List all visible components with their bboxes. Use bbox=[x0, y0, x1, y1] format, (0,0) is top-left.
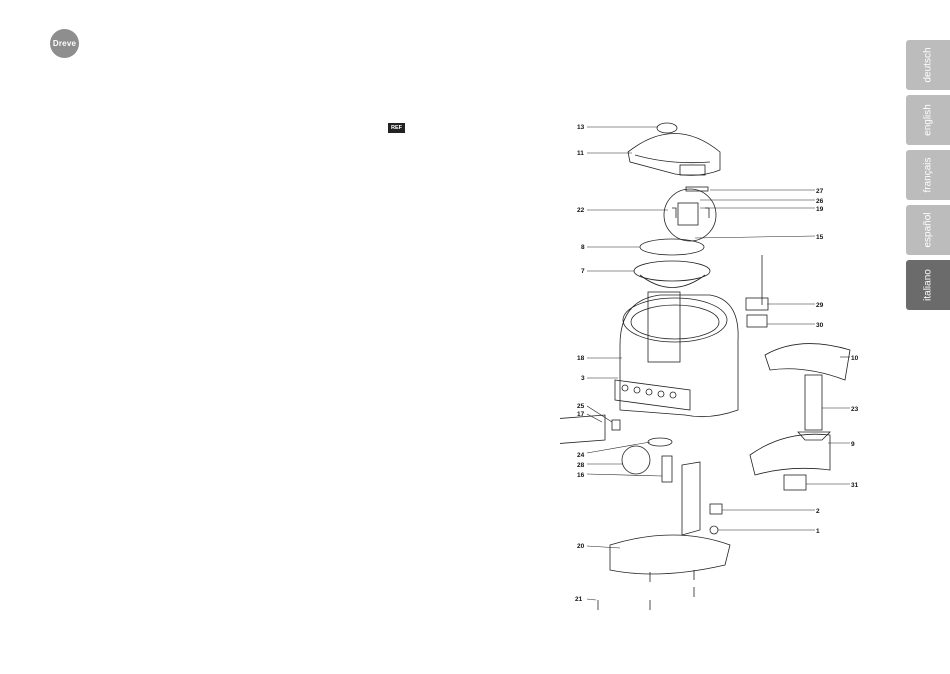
label-13: 13 bbox=[577, 124, 585, 131]
tab-label: italiano bbox=[923, 269, 934, 301]
label-22: 22 bbox=[577, 207, 585, 214]
dreve-logo: Dreve bbox=[50, 29, 79, 58]
label-19: 19 bbox=[816, 206, 824, 213]
part-number-labels: 13 11 27 26 19 22 15 8 7 29 30 18 3 10 2… bbox=[560, 110, 870, 620]
tab-english[interactable]: english bbox=[906, 95, 950, 145]
label-31: 31 bbox=[851, 482, 859, 489]
tab-italiano[interactable]: italiano bbox=[906, 260, 950, 310]
label-8: 8 bbox=[581, 244, 585, 251]
tab-label: english bbox=[923, 104, 934, 136]
label-3: 3 bbox=[581, 375, 585, 382]
label-18: 18 bbox=[577, 355, 585, 362]
tab-francais[interactable]: français bbox=[906, 150, 950, 200]
label-28: 28 bbox=[577, 462, 585, 469]
ref-symbol: REF bbox=[388, 123, 405, 133]
tab-label: deutsch bbox=[923, 47, 934, 82]
label-25: 25 bbox=[577, 403, 585, 410]
tab-label: français bbox=[923, 157, 934, 192]
label-2: 2 bbox=[816, 508, 820, 515]
tab-deutsch[interactable]: deutsch bbox=[906, 40, 950, 90]
label-21: 21 bbox=[575, 596, 583, 603]
label-15: 15 bbox=[816, 234, 824, 241]
tab-espanol[interactable]: español bbox=[906, 205, 950, 255]
label-1: 1 bbox=[816, 528, 820, 535]
label-10: 10 bbox=[851, 355, 859, 362]
label-11: 11 bbox=[577, 150, 584, 157]
label-9: 9 bbox=[851, 441, 855, 448]
label-7: 7 bbox=[581, 268, 585, 275]
label-23: 23 bbox=[851, 406, 859, 413]
label-27: 27 bbox=[816, 188, 824, 195]
label-17: 17 bbox=[577, 411, 585, 418]
label-24: 24 bbox=[577, 452, 585, 459]
tab-label: español bbox=[923, 212, 934, 247]
label-16: 16 bbox=[577, 472, 585, 479]
label-29: 29 bbox=[816, 302, 824, 309]
label-20: 20 bbox=[577, 543, 585, 550]
label-30: 30 bbox=[816, 322, 824, 329]
label-26: 26 bbox=[816, 198, 824, 205]
